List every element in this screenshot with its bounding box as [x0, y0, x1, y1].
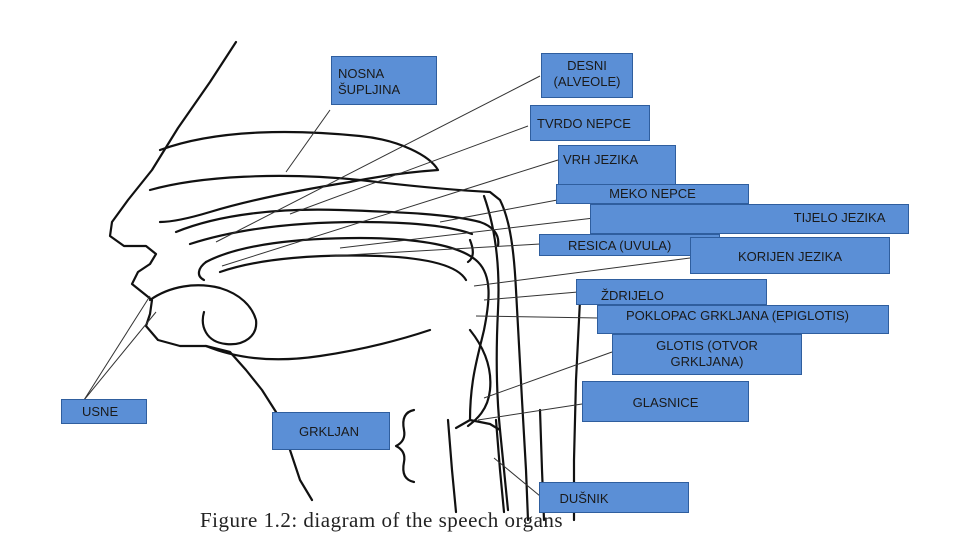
label-tongue-root: KORIJEN JEZIKA: [690, 237, 890, 274]
label-larynx: GRKLJAN: [272, 412, 390, 450]
label-hard-palate: TVRDO NEPCE: [530, 105, 650, 141]
leader-line-tongue-body: [339, 217, 595, 249]
vocal-fold-outline: [454, 418, 502, 432]
label-lips: USNE: [61, 399, 147, 424]
uvula-outline: [466, 238, 474, 264]
leader-line-nasal-cavity: [285, 109, 331, 173]
leader-line-tongue-tip: [221, 159, 559, 267]
label-alveoli: DESNI (ALVEOLE): [541, 53, 633, 98]
palate-inner-outline: [188, 220, 474, 246]
face-profile-outline: [108, 40, 314, 502]
label-tongue-body: TIJELO JEZIKA: [590, 204, 909, 234]
leader-line-glottis: [483, 351, 613, 399]
palate-outline: [174, 208, 500, 248]
leader-line-lips: [83, 295, 151, 401]
figure-caption: Figure 1.2: diagram of the speech organs: [200, 508, 564, 532]
tongue-inner-outline: [218, 254, 468, 282]
leader-line-vocal-folds: [477, 403, 583, 421]
label-trachea: DUŠNIK: [539, 482, 689, 513]
leader-line-trachea: [493, 457, 541, 497]
chin-outline: [204, 328, 432, 361]
label-epiglottis: POKLOPAC GRKLJANA (EPIGLOTIS): [597, 305, 889, 334]
lower-lip-outline: [148, 284, 258, 346]
label-pharynx: ŽDRIJELO: [576, 279, 767, 305]
leader-line-pharynx: [483, 291, 579, 301]
leader-line-tongue-root: [473, 257, 691, 287]
epiglottis-outline: [466, 328, 492, 428]
larynx-outline: [446, 418, 506, 514]
leader-line-hard-palate: [289, 125, 529, 215]
label-soft-palate: MEKO NEPCE: [556, 184, 749, 204]
leader-line-lips-2: [83, 311, 157, 401]
label-glottis: GLOTIS (OTVOR GRKLJANA): [612, 334, 802, 375]
label-uvula: RESICA (UVULA): [539, 234, 720, 256]
tongue-tip-outline: [197, 260, 208, 282]
tongue-outline: [204, 236, 490, 422]
nasal-cavity-outline: [158, 130, 440, 224]
leader-line-epiglottis: [475, 315, 599, 319]
nasal-passage-outline: [148, 174, 530, 522]
leader-line-alveoli: [215, 75, 541, 243]
label-nasal-cavity: NOSNA ŠUPLJINA: [331, 56, 437, 105]
label-vocal-folds: GLASNICE: [582, 381, 749, 422]
pharynx-outline: [482, 194, 510, 512]
label-tongue-tip: VRH JEZIKA: [558, 145, 676, 185]
larynx-brace: [394, 408, 416, 484]
leader-line-uvula: [329, 243, 541, 257]
